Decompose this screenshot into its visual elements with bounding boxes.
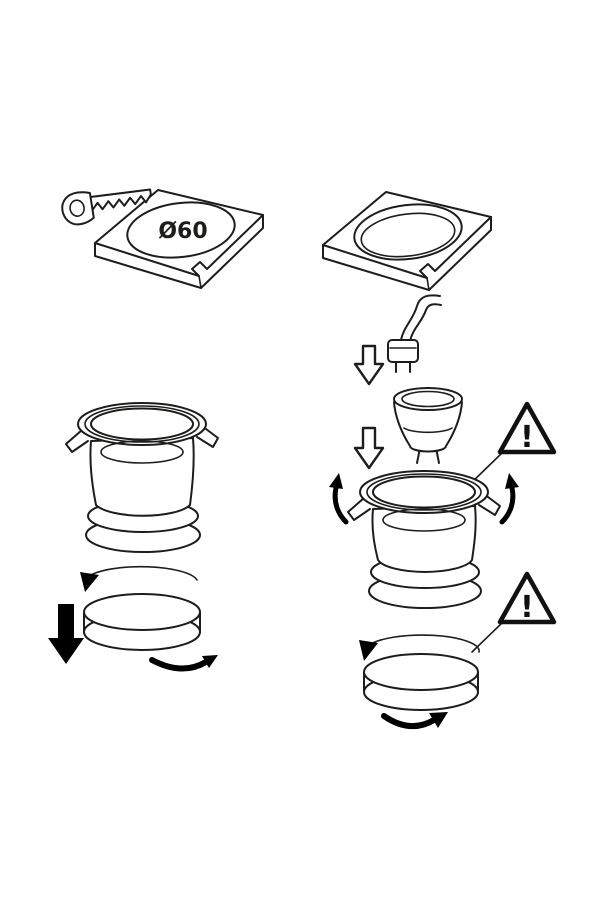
connector-body	[387, 339, 419, 363]
cut-hole-inner	[360, 212, 456, 258]
spring-clip-left	[65, 429, 89, 453]
housing-interior-bottom	[382, 508, 466, 532]
connect-down-arrow-outline	[353, 344, 385, 386]
spring-clip-right	[478, 493, 501, 516]
rotate-arrow-ring-head	[80, 572, 99, 592]
rotate-arrow-rim-right	[499, 473, 519, 525]
step-connect-and-lock: ! !	[329, 294, 557, 729]
housing-rim-edge	[366, 473, 482, 511]
power-cable	[400, 294, 442, 342]
rotate-head	[329, 473, 343, 489]
rotate-head	[505, 473, 519, 489]
hole-diameter-label: Ø60	[158, 219, 207, 244]
step-hole-cut	[322, 191, 492, 291]
housing-left	[65, 402, 219, 553]
bulb-facet-line	[403, 427, 453, 434]
panel-top-face	[322, 191, 492, 279]
halogen-bulb	[393, 387, 463, 464]
rotate-arrow-ring-arc	[367, 634, 480, 653]
warning-leader-line	[471, 621, 504, 653]
insert-down-arrow-black	[48, 604, 84, 664]
housing-body	[89, 437, 195, 517]
saw-icon	[61, 188, 152, 226]
rotate-arc	[332, 485, 349, 525]
panel-blank	[94, 189, 264, 289]
panel-corner-notch	[426, 277, 430, 291]
warning-exclamation: !	[520, 590, 534, 625]
warning-triangle-top: !	[467, 401, 557, 487]
saw-handle	[61, 191, 95, 226]
rotate-arc	[499, 485, 516, 525]
housing-rim-edge	[84, 405, 200, 443]
cut-marking-ellipse	[126, 201, 236, 259]
turn-arrow-head	[429, 712, 448, 728]
cut-hole-outer	[353, 203, 463, 261]
step-cut-hole: Ø60	[61, 188, 264, 289]
bulb-body	[393, 401, 463, 453]
panel-top-face	[94, 189, 264, 277]
housing-right	[347, 470, 501, 609]
warning-triangle-shape	[497, 401, 557, 455]
cable-wire-2	[409, 303, 442, 342]
insert-down-arrow-outline	[353, 426, 385, 470]
spring-clip-right	[196, 425, 219, 448]
housing-interior-bottom	[100, 440, 184, 464]
saw-handle-hole	[69, 199, 85, 217]
panel-corner-notch	[198, 275, 202, 289]
turn-arrow-arc	[381, 713, 437, 729]
rotate-arrow-ring-arc	[88, 565, 198, 581]
housing-rim-inner	[90, 407, 194, 441]
saw-blade	[87, 188, 152, 211]
turn-arrow-black-left	[149, 655, 218, 672]
ring-top	[83, 593, 201, 631]
warning-exclamation: !	[520, 420, 534, 455]
lamp-connector	[387, 339, 419, 373]
warning-triangle-bottom: !	[471, 571, 557, 653]
spring-clip-left	[347, 497, 371, 521]
housing-body	[371, 505, 477, 573]
turn-arrow-arc	[149, 657, 209, 672]
panel-with-hole	[322, 191, 492, 291]
locking-ring-left	[80, 565, 201, 651]
step-insert-housing	[48, 402, 219, 672]
bulb-face-inner	[401, 390, 455, 408]
cable-wire-1	[400, 294, 441, 341]
rotate-arrow-ring-head	[359, 640, 378, 661]
ring-top	[363, 653, 479, 691]
turn-arrow-black-right	[381, 712, 448, 729]
housing-rim-inner	[372, 475, 476, 509]
locking-ring-right	[359, 634, 480, 711]
warning-triangle-shape	[497, 571, 557, 625]
rotate-arrow-rim-left	[329, 473, 349, 525]
turn-arrow-head	[202, 655, 218, 668]
